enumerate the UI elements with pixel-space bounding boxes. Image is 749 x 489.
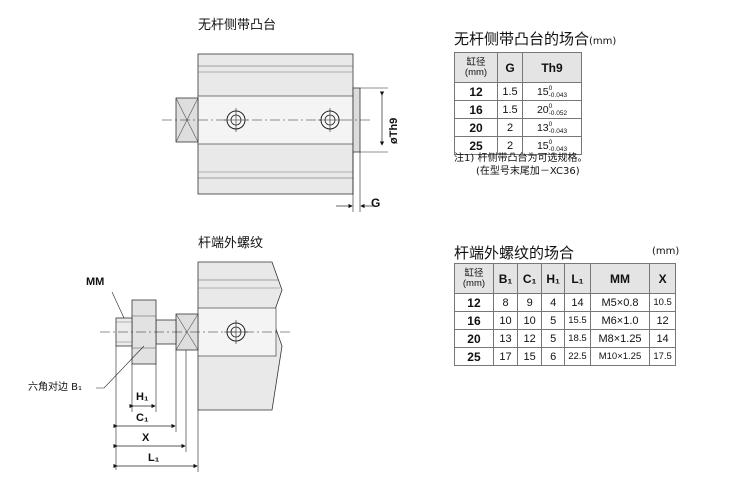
table2-cell: 25 bbox=[454, 347, 494, 366]
th9-dimension-label: øTh9 bbox=[388, 117, 400, 144]
th9-cell: 200-0.052 bbox=[522, 100, 582, 119]
tol-upper: 0 bbox=[548, 84, 553, 92]
b1-label: 六角对边 B₁ bbox=[28, 382, 83, 393]
table2-cell: 14 bbox=[649, 329, 676, 348]
figure1-drawing bbox=[162, 53, 388, 212]
table2-unit: (mm) bbox=[652, 246, 680, 257]
table2-cell: 14 bbox=[564, 293, 591, 312]
tol-lower: -0.043 bbox=[548, 127, 568, 135]
x-label: X bbox=[142, 432, 150, 444]
table2-header-cell: B₁ bbox=[492, 263, 519, 294]
figure1-title: 无杆侧带凸台 bbox=[198, 18, 277, 33]
th9-cell: 130-0.043 bbox=[522, 118, 582, 137]
table1-title-row: 无杆侧带凸台的场合(mm) bbox=[454, 28, 616, 49]
th9-value: 13 bbox=[536, 121, 549, 134]
table1-header-bore: 缸径 (mm) bbox=[454, 52, 498, 83]
mm-label: MM bbox=[86, 276, 105, 288]
table2-title: 杆端外螺纹的场合 bbox=[454, 244, 575, 262]
tol-lower: -0.052 bbox=[548, 109, 568, 117]
note-line2: (在型号末尾加－XC36) bbox=[476, 166, 580, 177]
table2-cell: 12 bbox=[649, 311, 676, 330]
table2-cell: 12 bbox=[454, 293, 494, 312]
table2-cell: 10 bbox=[517, 311, 543, 330]
th9-cell: 150-0.043 bbox=[522, 136, 582, 155]
table1-note: 注1) 杆侧带凸台为可选规格。 (在型号末尾加－XC36) bbox=[454, 152, 587, 178]
bore-cell: 20 bbox=[454, 118, 498, 137]
table2-cell: 6 bbox=[541, 347, 566, 366]
c1-label: C₁ bbox=[136, 412, 149, 424]
tol-upper: 0 bbox=[548, 138, 553, 146]
table2-cell: M5×0.8 bbox=[589, 293, 651, 312]
table2-cell: 10.5 bbox=[649, 293, 676, 312]
table1-title: 无杆侧带凸台的场合 bbox=[454, 30, 590, 48]
table2-cell: M6×1.0 bbox=[589, 311, 651, 330]
table2-cell: 4 bbox=[541, 293, 566, 312]
tol-upper: 0 bbox=[548, 120, 553, 128]
figure2-title: 杆端外螺纹 bbox=[198, 236, 264, 251]
th9-value: 20 bbox=[536, 103, 549, 116]
table2-header-cell: X bbox=[649, 263, 676, 294]
table2-cell: 9 bbox=[517, 293, 543, 312]
th9-tolerance: 0-0.043 bbox=[549, 85, 567, 99]
table2-header-cell: 缸径 (mm) bbox=[454, 263, 494, 294]
table2-cell: 22.5 bbox=[564, 347, 591, 366]
table2-cell: 15 bbox=[517, 347, 543, 366]
th9-cell: 150-0.043 bbox=[522, 82, 582, 101]
table1-header-g: G bbox=[497, 52, 523, 83]
table2-header-cell: C₁ bbox=[517, 263, 543, 294]
table2-header-cell: MM bbox=[589, 263, 651, 294]
table2-cell: M8×1.25 bbox=[589, 329, 651, 348]
l1-label: L₁ bbox=[148, 452, 160, 464]
table2-cell: 13 bbox=[492, 329, 519, 348]
table1-header-row: 缸径 (mm) G Th9 bbox=[454, 52, 582, 83]
th9-tolerance: 0-0.043 bbox=[549, 121, 567, 135]
table1-header-th9: Th9 bbox=[522, 52, 582, 83]
th9-value: 15 bbox=[536, 85, 549, 98]
table1-unit: (mm) bbox=[589, 36, 617, 47]
bore-cell: 16 bbox=[454, 100, 498, 119]
table2-cell: 16 bbox=[454, 311, 494, 330]
table2-cell: 8 bbox=[492, 293, 519, 312]
g-dimension-label: G bbox=[371, 196, 381, 210]
g-cell: 2 bbox=[497, 136, 523, 155]
table2-cell: 5 bbox=[541, 311, 566, 330]
tol-upper: 0 bbox=[548, 102, 553, 110]
table2-cell: 17 bbox=[492, 347, 519, 366]
h1-label: H₁ bbox=[136, 391, 149, 403]
table2-cell: M10×1.25 bbox=[589, 347, 651, 366]
g-cell: 1.5 bbox=[497, 100, 523, 119]
figure2-drawing bbox=[96, 261, 290, 472]
table2-header-cell: H₁ bbox=[541, 263, 566, 294]
note-line1: 注1) 杆侧带凸台为可选规格。 bbox=[454, 153, 588, 164]
bore-cell: 12 bbox=[454, 82, 498, 101]
g-cell: 1.5 bbox=[497, 82, 523, 101]
bore-cell: 25 bbox=[454, 136, 498, 155]
tol-lower: -0.043 bbox=[548, 145, 568, 153]
table2-cell: 18.5 bbox=[564, 329, 591, 348]
g-cell: 2 bbox=[497, 118, 523, 137]
table2-cell: 20 bbox=[454, 329, 494, 348]
table2-header-cell: L₁ bbox=[564, 263, 591, 294]
tol-lower: -0.043 bbox=[548, 91, 568, 99]
table2-cell: 12 bbox=[517, 329, 543, 348]
table2-cell: 10 bbox=[492, 311, 519, 330]
table2-cell: 5 bbox=[541, 329, 566, 348]
th9-tolerance: 0-0.052 bbox=[549, 103, 567, 117]
th9-value: 15 bbox=[536, 139, 549, 152]
table2-cell: 15.5 bbox=[564, 311, 591, 330]
th9-tolerance: 0-0.043 bbox=[549, 139, 567, 153]
table2-cell: 17.5 bbox=[649, 347, 676, 366]
